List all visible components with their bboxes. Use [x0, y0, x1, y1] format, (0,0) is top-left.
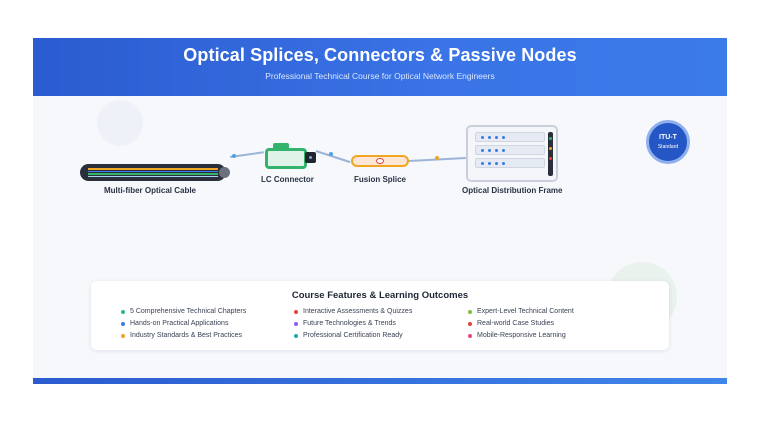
- bullet-icon: [121, 334, 125, 338]
- fiber-link: [315, 150, 351, 163]
- feature-item: Future Technologies & Trends: [294, 320, 396, 327]
- bottom-accent-bar: [33, 378, 727, 384]
- banner-header: Optical Splices, Connectors & Passive No…: [33, 38, 727, 96]
- features-title: Course Features & Learning Outcomes: [291, 290, 469, 301]
- feature-item: Professional Certification Ready: [294, 332, 403, 339]
- cable-label: Multi-fiber Optical Cable: [104, 186, 197, 195]
- feature-item: Mobile-Responsive Learning: [468, 332, 566, 339]
- splice-point: [376, 158, 384, 164]
- feature-item: Interactive Assessments & Quizzes: [294, 308, 412, 315]
- features-panel: Course Features & Learning Outcomes 5 Co…: [91, 281, 669, 350]
- bullet-icon: [121, 310, 125, 314]
- splice-label: Fusion Splice: [354, 175, 407, 184]
- link-node: [435, 156, 439, 160]
- bullet-icon: [468, 334, 472, 338]
- cable-end-cap: [219, 167, 230, 178]
- badge-subtitle: Standard: [657, 144, 679, 150]
- bullet-icon: [294, 334, 298, 338]
- bullet-icon: [294, 310, 298, 314]
- itu-standard-badge: ITU-T Standard: [646, 120, 690, 164]
- bullet-icon: [468, 310, 472, 314]
- page-title: Optical Splices, Connectors & Passive No…: [183, 45, 577, 65]
- bullet-icon: [121, 322, 125, 326]
- course-banner: Optical Splices, Connectors & Passive No…: [33, 38, 727, 384]
- lc-connector-icon: [265, 148, 307, 169]
- feature-item: Industry Standards & Best Practices: [121, 332, 242, 339]
- bullet-icon: [468, 322, 472, 326]
- link-node: [329, 152, 333, 156]
- distribution-frame-icon: [466, 125, 558, 182]
- decorative-circle: [97, 100, 143, 146]
- link-node: [232, 154, 236, 158]
- feature-item: 5 Comprehensive Technical Chapters: [121, 308, 246, 315]
- feature-item: Expert-Level Technical Content: [468, 308, 574, 315]
- page-subtitle: Professional Technical Course for Optica…: [265, 71, 495, 81]
- feature-item: Hands-on Practical Applications: [121, 320, 228, 327]
- odf-label: Optical Distribution Frame: [462, 186, 563, 195]
- badge-title: ITU-T: [659, 134, 677, 141]
- fiber-cable-icon: [80, 164, 226, 181]
- feature-item: Real-world Case Studies: [468, 320, 554, 327]
- connector-label: LC Connector: [261, 175, 314, 184]
- bullet-icon: [294, 322, 298, 326]
- lc-connector-latch: [273, 143, 289, 149]
- lc-connector-ferrule: [305, 152, 316, 163]
